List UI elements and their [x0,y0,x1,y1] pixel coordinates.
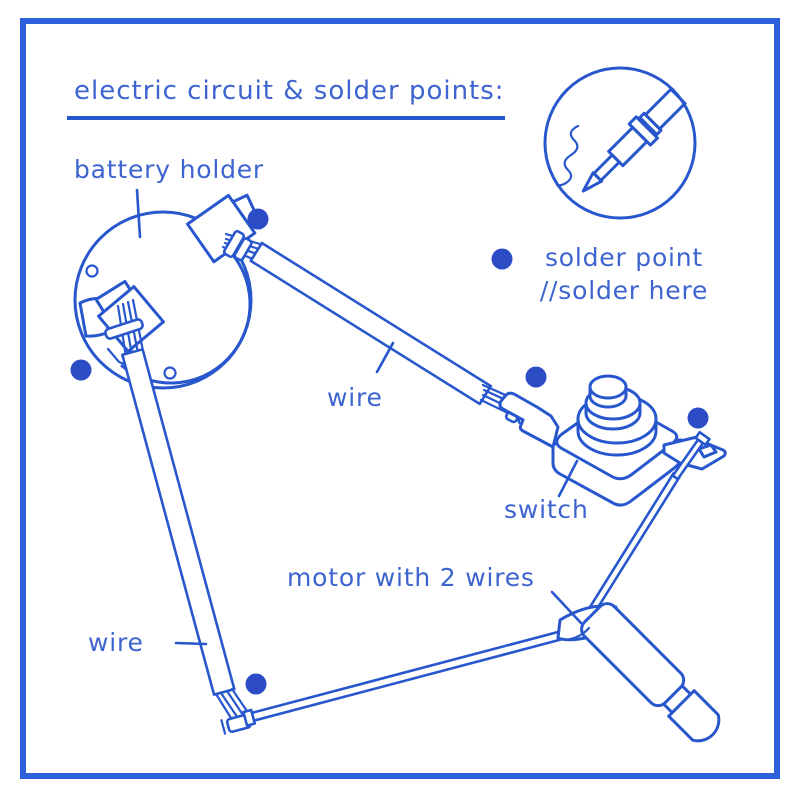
battery-holder-rim [120,240,252,385]
legend: solder point //solder here [518,241,730,307]
solder-point-dot [687,407,709,429]
wire-left-sleeve [121,348,236,696]
solder-wire-squiggle [555,124,580,187]
battery-tab-bottom [94,279,165,359]
solder-point-dot [70,359,92,381]
soldering-iron-icon [543,66,697,220]
legend-line1: solder point [544,243,704,272]
switch-drawing [498,374,727,507]
solder-point-dot [245,673,267,695]
solder-point-dot [491,248,513,270]
motor-body [580,602,686,708]
switch-button [588,374,628,400]
wire-top-drawing [249,241,536,427]
solder-point-dot [247,208,269,230]
iron-barrel [607,125,649,168]
border-frame [20,18,780,779]
label-wire-top: wire [327,383,383,412]
leader-battery-holder [135,188,142,239]
leader-motor [550,590,583,625]
motor-elbow-line [564,626,591,642]
wire-left-drawing [121,348,253,735]
battery-holder-drawing [73,193,262,390]
page-title: electric circuit & solder points: [74,76,505,106]
leader-wire-left [174,641,208,646]
title-underline [67,116,505,120]
motor-drawing [556,602,721,743]
battery-tab-top [186,193,262,264]
iron-flange [627,115,659,147]
solder-point-dot [525,366,547,388]
iron-handle [643,87,687,131]
badge-circle [543,66,697,220]
label-motor: motor with 2 wires [287,563,535,592]
label-switch: switch [504,495,589,524]
legend-line2: //solder here [539,276,709,305]
label-battery-holder: battery holder [74,155,265,184]
battery-hole [85,264,99,278]
leader-switch [557,459,579,498]
solder-point-dots [70,208,709,695]
battery-hole [163,366,177,380]
switch-terminal-left [498,391,560,449]
motor-cap [667,689,721,743]
leader-wire-top [375,341,395,374]
label-wire-left: wire [88,628,144,657]
wire-top-sleeve [249,241,493,406]
motor-wires-drawing [242,472,681,727]
motor-wire-left [249,626,580,723]
switch-terminal-slot [697,443,718,459]
